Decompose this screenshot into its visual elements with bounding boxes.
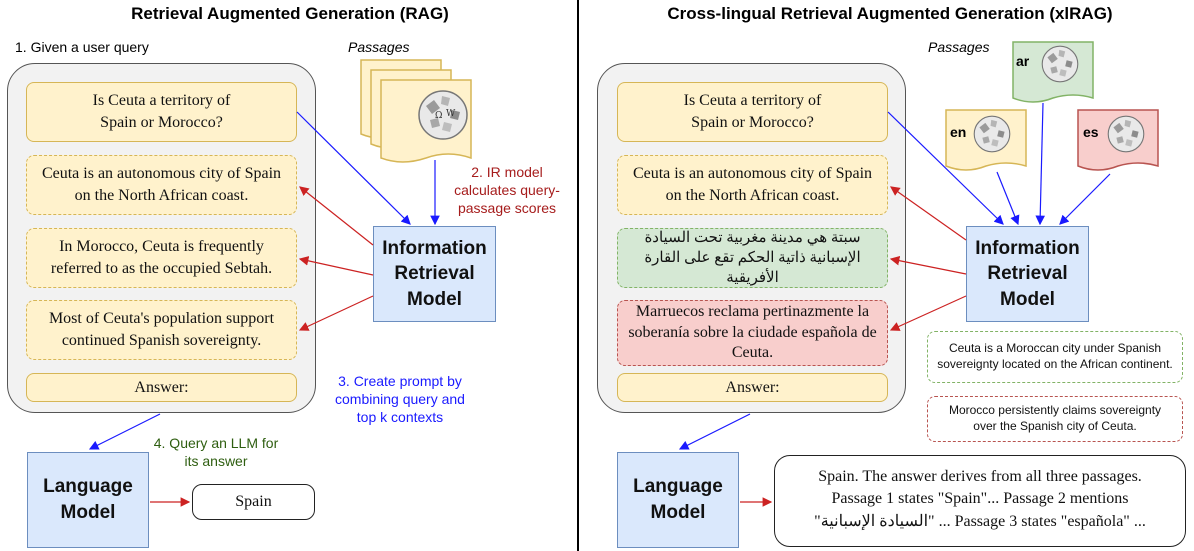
- xlrag-output-line1: Spain. The answer derives from all three…: [818, 468, 1142, 485]
- arrow-ir-to-context3: [298, 295, 374, 331]
- arrow-ir-to-context1: [299, 186, 374, 246]
- xlrag-lang-es: es: [1083, 124, 1099, 140]
- rag-context-1: Ceuta is an autonomous city of Spain on …: [26, 155, 297, 215]
- arrow-xl-ir-to-ar: [889, 255, 967, 275]
- xlrag-output-box: Spain. The answer derives from all three…: [774, 455, 1186, 547]
- arrow-xl-prompt-to-lm: [678, 413, 751, 450]
- xlrag-language-model: Language Model: [617, 452, 739, 548]
- xlrag-output-line3-rest: ... Passage 3 states "española" ...: [934, 512, 1146, 530]
- rag-query-box: Is Ceuta a territory of Spain or Morocco…: [26, 82, 297, 142]
- arrow-es-to-ir: [1059, 173, 1111, 225]
- wikipedia-globe-icon: Ω W: [418, 90, 468, 140]
- xlrag-context-es: Marruecos reclama pertinazmente la sober…: [617, 300, 888, 366]
- xlrag-translation-es: Morocco persistently claims sovereignty …: [927, 396, 1183, 442]
- xlrag-output-line2: Passage 1 states "Spain"... Passage 2 me…: [831, 490, 1129, 508]
- arrow-xl-ir-to-es: [889, 295, 967, 331]
- xlrag-passages-label: Passages: [928, 39, 990, 55]
- rag-output-box: Spain: [192, 484, 315, 520]
- rag-context-2: In Morocco, Ceuta is frequently referred…: [26, 228, 297, 288]
- wikipedia-globe-icon: [1107, 115, 1145, 153]
- rag-context-3: Most of Ceuta's population support conti…: [26, 300, 297, 360]
- xlrag-ir-model: Information Retrieval Model: [966, 226, 1089, 322]
- xlrag-lang-en: en: [950, 124, 967, 140]
- rag-passages-stack: [360, 59, 472, 163]
- xlrag-lang-ar: ar: [1016, 53, 1030, 69]
- rag-step4-label: 4. Query an LLM for its answer: [153, 435, 279, 470]
- arrow-en-to-ir: [996, 171, 1020, 226]
- wikipedia-globe-icon: [1041, 45, 1079, 83]
- wikipedia-globe-icon: [973, 115, 1011, 153]
- arrow-prompt-to-lm: [88, 413, 161, 450]
- xlrag-title: Cross-lingual Retrieval Augmented Genera…: [667, 4, 1113, 23]
- rag-answer-label: Answer:: [26, 373, 297, 402]
- svg-text:Ω: Ω: [435, 111, 442, 121]
- xlrag-output-arabic-quote: "السيادة الإسبانية": [814, 512, 935, 530]
- arrow-xl-ir-to-en: [890, 186, 967, 241]
- xlrag-query-box: Is Ceuta a territory of Spain or Morocco…: [617, 82, 888, 142]
- arrow-query-to-ir: [296, 111, 411, 225]
- xlrag-output-line3: "السيادة الإسبانية" ... Passage 3 states…: [775, 511, 1185, 533]
- rag-step2-label: 2. IR model calculates query- passage sc…: [454, 164, 560, 217]
- arrow-ir-to-context2: [298, 256, 374, 276]
- xlrag-context-ar: سبتة هي مدينة مغربية تحت السيادة الإسبان…: [617, 228, 888, 288]
- xlrag-translation-ar: Ceuta is a Moroccan city under Spanish s…: [927, 331, 1183, 383]
- arrow-xl-query-to-ir: [887, 111, 1004, 225]
- rag-title: Retrieval Augmented Generation (RAG): [131, 4, 449, 23]
- xlrag-context-en: Ceuta is an autonomous city of Spain on …: [617, 155, 888, 215]
- panel-divider: [577, 0, 579, 551]
- rag-ir-model: Information Retrieval Model: [373, 226, 496, 322]
- arrow-ar-to-ir: [1035, 102, 1046, 226]
- rag-step1-label: 1. Given a user query: [15, 39, 149, 55]
- svg-text:W: W: [446, 109, 456, 119]
- rag-step3-label: 3. Create prompt by combining query and …: [335, 373, 465, 426]
- rag-passages-label: Passages: [348, 39, 410, 55]
- rag-language-model: Language Model: [27, 452, 149, 548]
- xlrag-answer-label: Answer:: [617, 373, 888, 402]
